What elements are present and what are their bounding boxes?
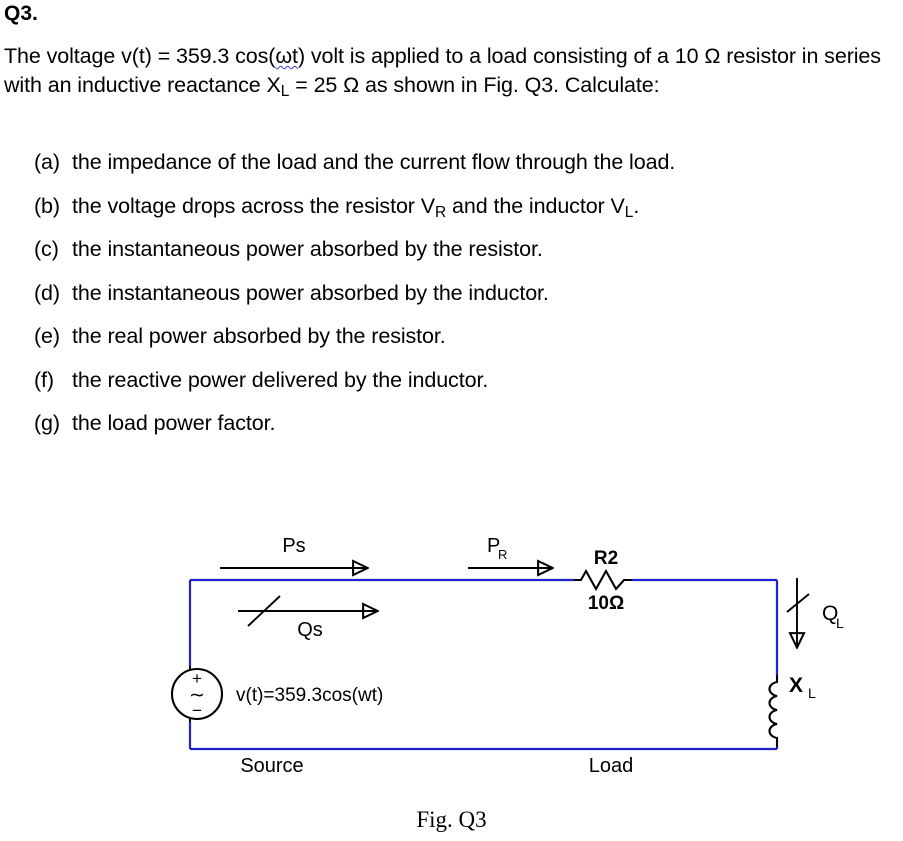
qs-arrow-slash (247, 595, 281, 627)
question-statement-part2: ) volt is applied to a load consisting o… (4, 44, 881, 97)
pr-label-subscript: R (498, 547, 507, 562)
inductor-symbol (768, 674, 779, 748)
list-item-marker: (d) (34, 280, 60, 305)
question-statement-part3: = 25 Ω as shown in Fig. Q3. Calculate: (289, 73, 660, 97)
list-item: (c) the instantaneous power absorbed by … (34, 237, 894, 281)
inductor-name-subscript: L (808, 685, 816, 701)
list-item-text-pre: the voltage drops across the resistor V (72, 193, 435, 218)
ac-source-symbol (170, 667, 224, 721)
pr-label: P (487, 535, 500, 557)
list-item: (a) the impedance of the load and the cu… (34, 150, 894, 194)
ps-label: Ps (282, 535, 305, 557)
question-number: Q3. (4, 2, 38, 25)
list-item-text: the impedance of the load and the curren… (72, 150, 676, 174)
resistor-symbol (574, 568, 632, 592)
list-item: (f) the reactive power delivered by the … (34, 368, 894, 412)
list-item-marker: (b) (34, 193, 60, 218)
list-item-text: the load power factor. (72, 411, 276, 435)
list-item-text: the voltage drops across the resistor VR… (72, 194, 894, 222)
list-item-text: the instantaneous power absorbed by the … (72, 280, 549, 305)
vl-subscript: L (624, 203, 634, 221)
list-item: (e) the real power absorbed by the resis… (34, 324, 894, 368)
subquestion-list: (a) the impedance of the load and the cu… (34, 150, 894, 455)
list-item-text-post: . (633, 193, 640, 218)
list-item: (g) the load power factor. (34, 411, 894, 455)
list-item-marker: (c) (34, 237, 59, 261)
question-statement: The voltage v(t) = 359.3 cos(ωt) volt is… (4, 42, 900, 106)
list-item-text: the instantaneous power absorbed by the … (72, 237, 543, 261)
list-item-marker: (g) (34, 411, 60, 435)
ql-arrow-slash (786, 593, 810, 613)
source-polarity-minus: − (192, 701, 202, 720)
resistor-name-label: R2 (594, 548, 618, 569)
list-item-marker: (f) (34, 367, 54, 392)
resistor-value-label: 10Ω (588, 593, 624, 614)
circuit-diagram-svg: + ∼ − v(t)=359.3cos(wt) Ps Qs P R Q L R2… (170, 535, 844, 777)
list-item-marker: (a) (34, 150, 60, 174)
list-item-text: the reactive power delivered by the indu… (72, 367, 489, 392)
list-item: (d) the instantaneous power absorbed by … (34, 281, 894, 325)
source-polarity-plus: + (192, 669, 202, 688)
inductor-name-label: X (789, 674, 803, 697)
sine-wave-icon: ∼ (189, 685, 205, 706)
circuit-figure: + ∼ − v(t)=359.3cos(wt) Ps Qs P R Q L R2… (0, 500, 903, 841)
figure-caption: Fig. Q3 (416, 807, 487, 832)
list-item: (b) the voltage drops across the resisto… (34, 194, 894, 238)
load-region-label: Load (589, 755, 634, 777)
omega-t-term: ωt (275, 44, 298, 68)
qs-label: Qs (297, 619, 323, 641)
list-item-text-mid: and the inductor V (446, 193, 625, 218)
xl-subscript: L (280, 82, 290, 100)
ql-label-subscript: L (836, 615, 844, 631)
list-item-marker: (e) (34, 324, 60, 348)
list-item-text: the real power absorbed by the resistor. (72, 324, 446, 348)
vr-subscript: R (434, 203, 447, 221)
source-region-label: Source (240, 755, 303, 777)
source-equation-label: v(t)=359.3cos(wt) (236, 685, 383, 706)
question-statement-part1: The voltage v(t) = 359.3 cos( (4, 44, 276, 68)
ql-label: Q (822, 602, 838, 625)
